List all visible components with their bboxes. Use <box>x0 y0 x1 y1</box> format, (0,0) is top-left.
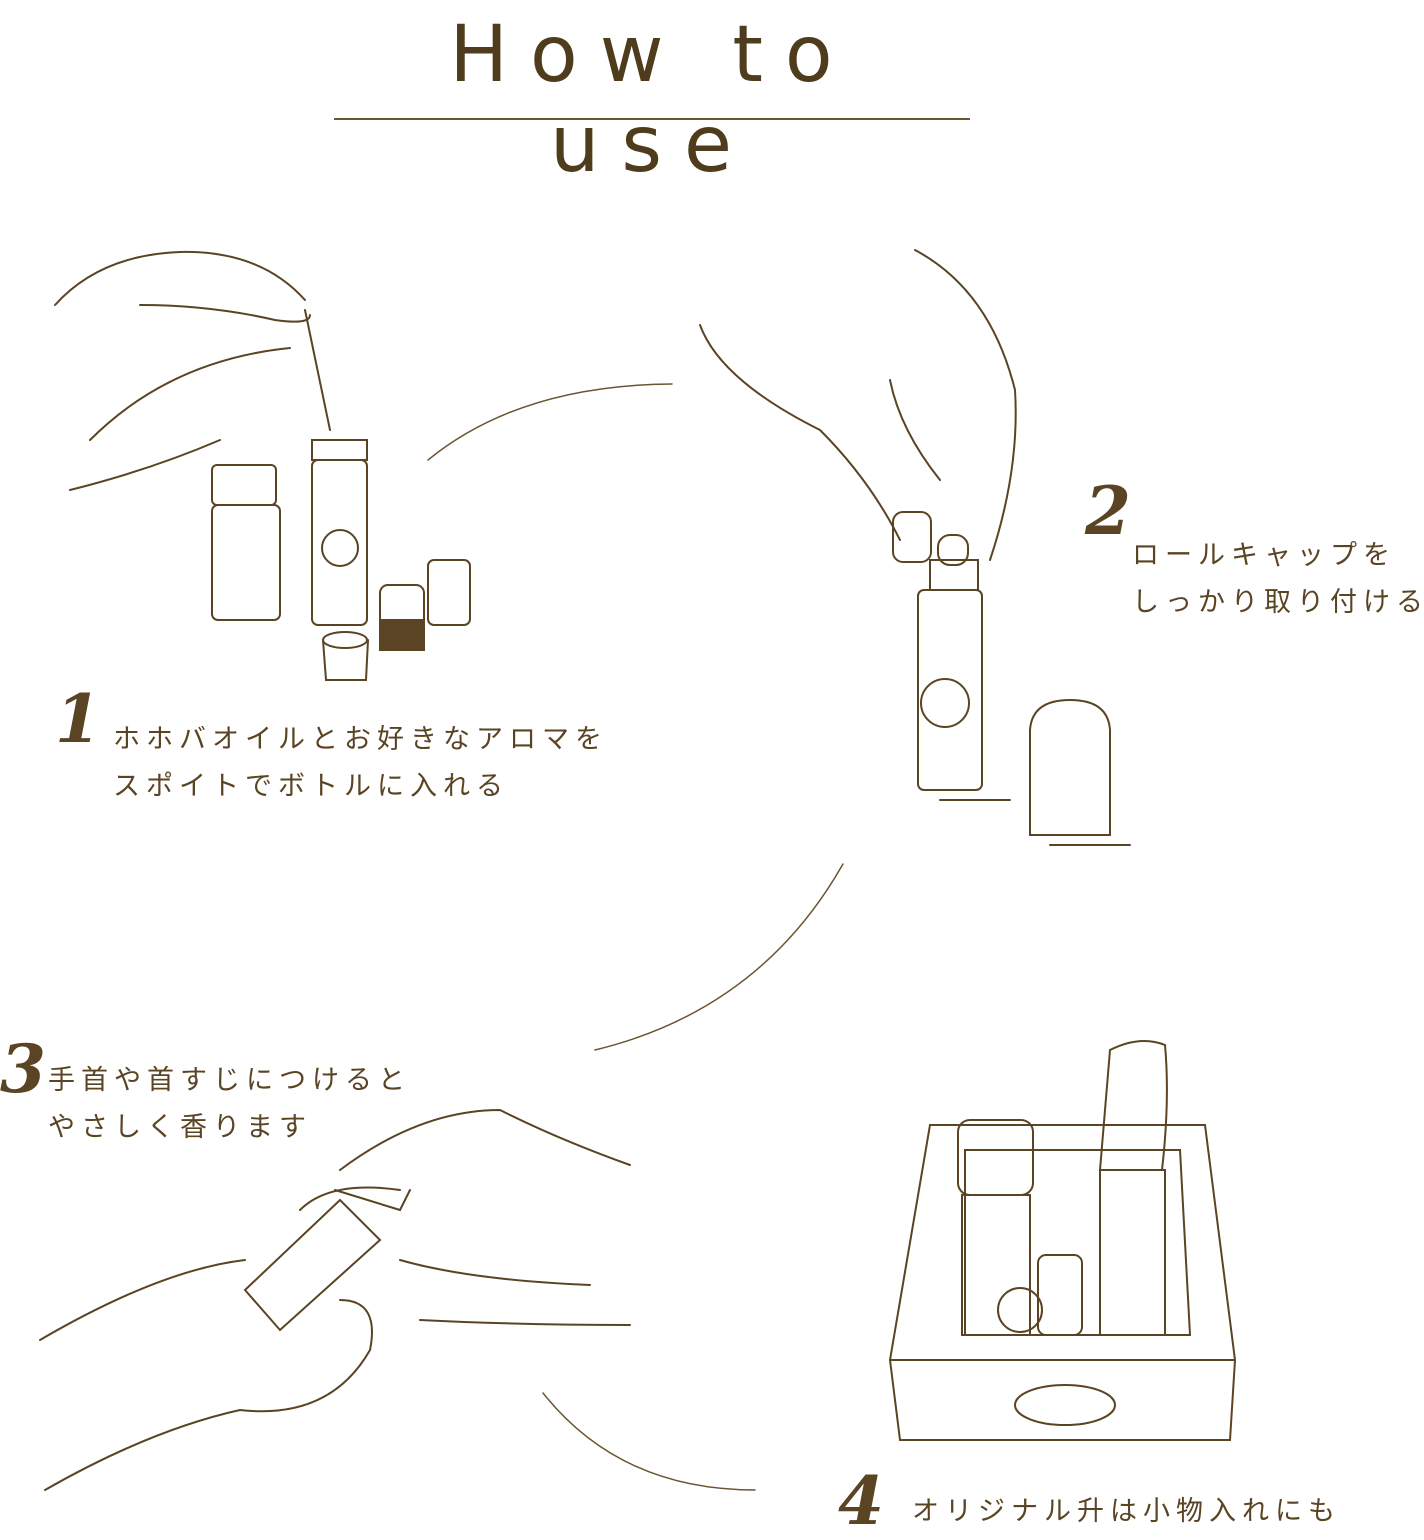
page-title: How to use <box>449 10 855 190</box>
step-2-line-1: ロールキャップを <box>1132 540 1396 571</box>
step-1-line-1: ホホバオイルとお好きなアロマを <box>113 724 608 755</box>
connector-arcs <box>427 383 844 1491</box>
step-4-number: 4 <box>838 1462 884 1540</box>
step-3-line-1: 手首や首すじにつけると <box>48 1065 411 1096</box>
step3-illustration <box>39 1108 631 1491</box>
step-1-number: 1 <box>55 680 101 758</box>
title-divider <box>334 118 970 120</box>
step-3-number: 3 <box>0 1030 46 1108</box>
step-4-line-1: オリジナル升は小物入れにも <box>912 1496 1341 1527</box>
step-3-line-2: やさしく香ります <box>48 1112 312 1143</box>
step4-illustration <box>888 1040 1237 1441</box>
step-2-text: ロールキャップを しっかり取り付ける <box>1132 532 1424 626</box>
step-1-line-2: スポイトでボトルに入れる <box>113 771 509 802</box>
step-4-text: オリジナル升は小物入れにも <box>912 1488 1341 1535</box>
step-1-text: ホホバオイルとお好きなアロマを スポイトでボトルに入れる <box>113 716 608 810</box>
step-2-number: 2 <box>1085 472 1131 550</box>
step-3-text: 手首や首すじにつけると やさしく香ります <box>48 1057 411 1151</box>
step1-illustration <box>54 250 471 681</box>
step2-illustration <box>699 249 1131 846</box>
step-2-line-2: しっかり取り付ける <box>1132 587 1424 618</box>
